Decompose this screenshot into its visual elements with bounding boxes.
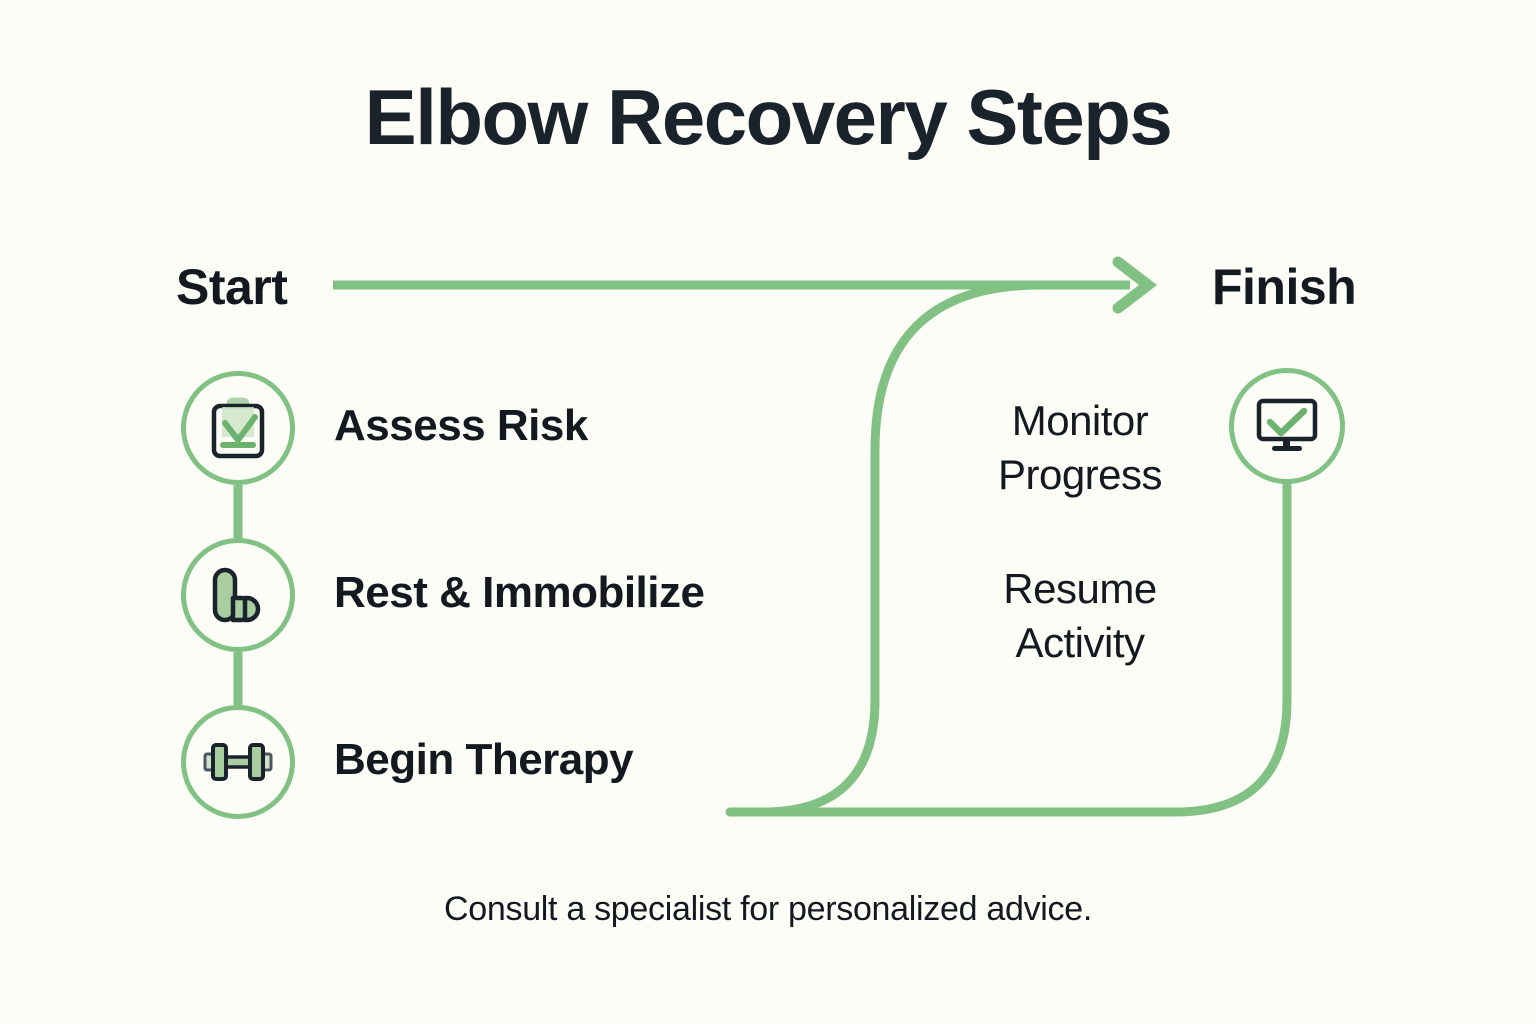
clipboard-check-icon bbox=[211, 397, 265, 459]
step-node-rest-immobilize[interactable] bbox=[181, 538, 295, 652]
stage-label-line-1: Monitor bbox=[1011, 397, 1149, 444]
resting-hand-icon bbox=[212, 567, 261, 623]
stage-label-line-1: Resume bbox=[1003, 565, 1157, 612]
monitor-check-icon bbox=[1256, 398, 1318, 451]
stage-label-monitor-progress: Monitor Progress bbox=[930, 394, 1230, 502]
step-label-rest-immobilize: Rest & Immobilize bbox=[334, 568, 705, 617]
finish-label: Finish bbox=[1212, 259, 1357, 315]
page-title: Elbow Recovery Steps bbox=[364, 73, 1173, 161]
step-label-begin-therapy: Begin Therapy bbox=[334, 735, 634, 784]
step-node-begin-therapy[interactable] bbox=[181, 705, 295, 819]
return-path-inner bbox=[725, 280, 1045, 817]
step-label-assess-risk: Assess Risk bbox=[334, 401, 588, 450]
step-node-assess-risk[interactable] bbox=[181, 371, 295, 485]
start-label: Start bbox=[176, 259, 288, 315]
footer-caption: Consult a specialist for personalized ad… bbox=[444, 890, 1092, 928]
stage-label-line-2: Progress bbox=[997, 450, 1163, 498]
dumbbell-icon bbox=[203, 743, 273, 781]
arrow-right-icon bbox=[1112, 256, 1158, 314]
finish-node-monitor[interactable] bbox=[1229, 368, 1345, 484]
stage-label-resume-activity: Resume Activity bbox=[930, 562, 1230, 670]
stage-label-line-2: Activity bbox=[1015, 618, 1145, 666]
